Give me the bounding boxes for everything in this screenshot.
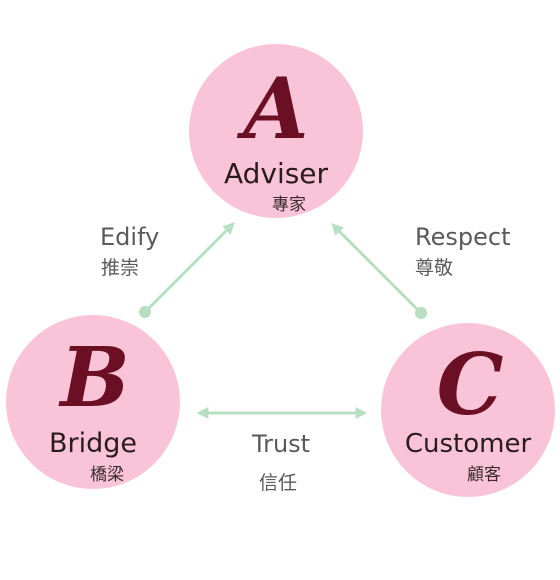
trust-label-text: Trust <box>251 430 310 458</box>
trust-label: Trust 信任 <box>251 430 310 494</box>
edify-label-sub: 推崇 <box>101 257 139 279</box>
node-customer-sub: 顧客 <box>467 465 501 485</box>
respect-label-text: Respect <box>415 223 510 251</box>
edify-arrow-dot <box>139 306 151 318</box>
node-customer-letter: C <box>437 335 504 434</box>
edify-arrow <box>139 222 235 318</box>
node-customer-name: Customer <box>405 429 532 459</box>
node-bridge: B Bridge 橋梁 <box>6 315 180 489</box>
respect-arrow <box>331 223 427 319</box>
node-customer-circle <box>381 323 555 497</box>
respect-label: Respect 尊敬 <box>415 223 510 279</box>
node-adviser-letter: A <box>236 59 308 158</box>
trust-label-sub: 信任 <box>259 472 297 494</box>
node-bridge-sub: 橋梁 <box>90 465 124 485</box>
node-adviser: A Adviser 專家 <box>189 44 363 218</box>
respect-label-sub: 尊敬 <box>415 257 453 279</box>
node-adviser-circle <box>189 44 363 218</box>
node-bridge-circle <box>6 315 180 489</box>
node-adviser-name: Adviser <box>224 157 329 190</box>
node-adviser-sub: 專家 <box>272 195 306 215</box>
node-customer: C Customer 顧客 <box>381 323 555 497</box>
node-bridge-name: Bridge <box>49 428 137 459</box>
edify-label-text: Edify <box>100 223 159 251</box>
node-bridge-letter: B <box>58 330 129 426</box>
edify-label: Edify 推崇 <box>100 223 159 279</box>
respect-arrow-dot <box>415 307 427 319</box>
